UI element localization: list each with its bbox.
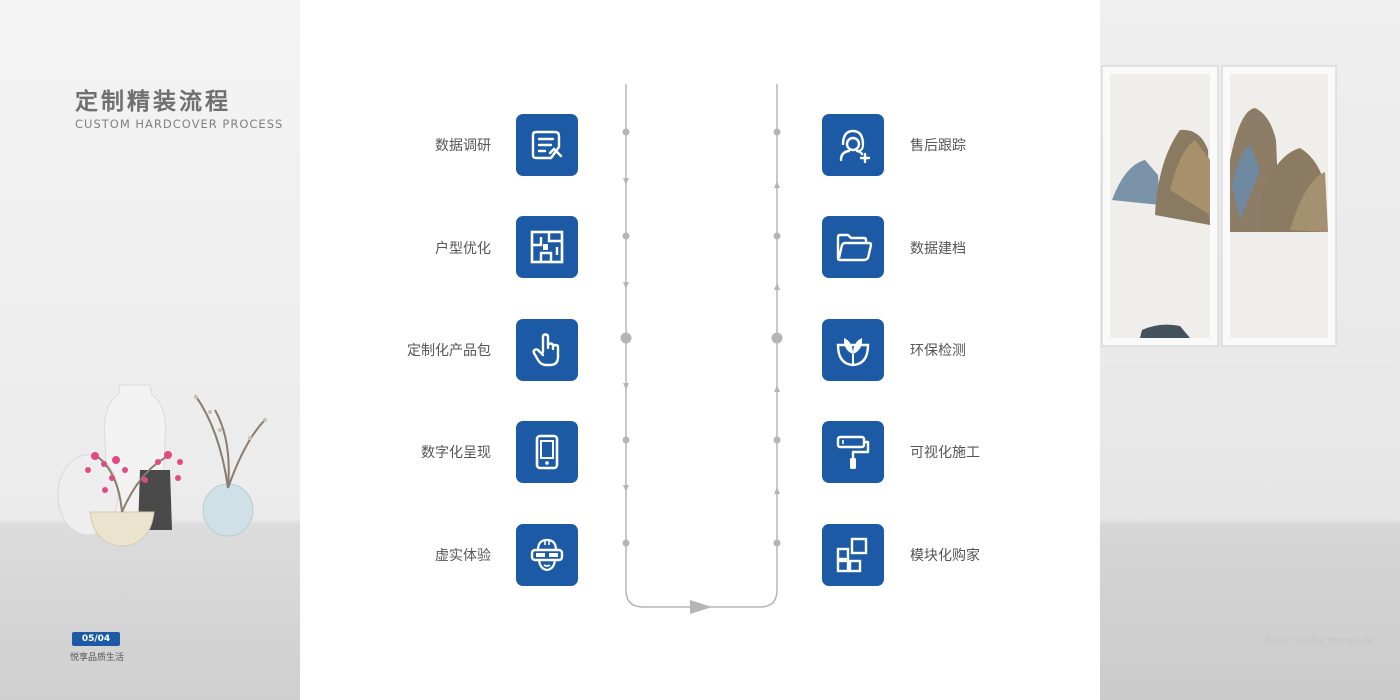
step-tile-eco-testing: [822, 319, 884, 381]
slogan: 悦享品质生活: [70, 653, 125, 663]
step-label-virtual-experience: 虚实体验: [435, 548, 491, 564]
step-tile-visual-construction: [822, 421, 884, 483]
framed-paintings-illustration: [1101, 65, 1337, 347]
leaf-icon: [836, 338, 870, 367]
tablet-icon: [535, 434, 559, 470]
customer-service-icon: [839, 129, 871, 164]
step-label-after-sales: 售后跟踪: [910, 138, 966, 154]
page-number-badge: 05/04: [72, 632, 120, 646]
step-tile-modular-home: [822, 524, 884, 586]
survey-document-icon: [531, 130, 563, 160]
step-tile-virtual-experience: [516, 524, 578, 586]
step-tile-after-sales: [822, 114, 884, 176]
step-tile-digital-presentation: [516, 421, 578, 483]
step-label-digital-presentation: 数字化呈现: [421, 445, 491, 461]
hand-pointer-icon: [532, 333, 560, 367]
page-subtitle: CUSTOM HARDCOVER PROCESS: [75, 117, 284, 131]
step-label-modular-home: 模块化购家: [910, 548, 980, 564]
right-slogan: Enjoy Quality Home Life: [1265, 636, 1374, 646]
step-label-layout-optimization: 户型优化: [435, 241, 491, 257]
modules-icon: [836, 537, 868, 573]
step-label-custom-package: 定制化产品包: [407, 343, 491, 359]
page-title: 定制精装流程: [75, 88, 231, 115]
step-label-data-archiving: 数据建档: [910, 241, 966, 257]
step-tile-data-archiving: [822, 216, 884, 278]
step-label-eco-testing: 环保检测: [910, 343, 966, 359]
step-label-visual-construction: 可视化施工: [910, 445, 980, 461]
step-label-data-research: 数据调研: [435, 138, 491, 154]
step-tile-layout-optimization: [516, 216, 578, 278]
paint-roller-icon: [836, 435, 870, 469]
left-photo-panel: 定制精装流程 CUSTOM HARDCOVER PROCESS 05/04 悦享…: [0, 0, 300, 700]
folder-icon: [836, 233, 873, 262]
vases-flowers-illustration: [57, 384, 267, 547]
floor-plan-icon: [530, 230, 564, 264]
step-tile-data-research: [516, 114, 578, 176]
right-photo-panel: Enjoy Quality Home Life: [1100, 0, 1400, 700]
vr-headset-icon: [530, 538, 564, 572]
step-tile-custom-package: [516, 319, 578, 381]
